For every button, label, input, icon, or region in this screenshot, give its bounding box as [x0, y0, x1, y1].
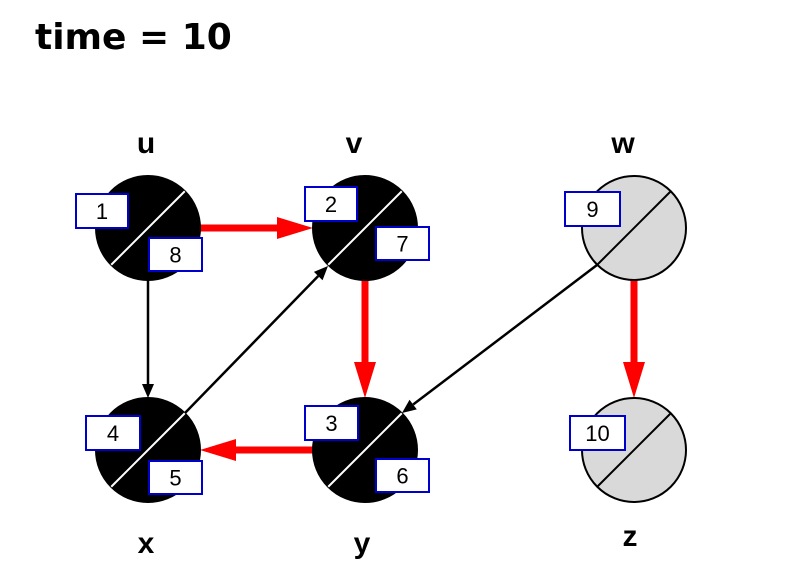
edge-w-y: [412, 264, 598, 406]
finish-time-v: 7: [396, 232, 408, 257]
edge-arrowhead-u-v: [277, 217, 313, 239]
finish-time-y: 6: [396, 464, 408, 489]
node-x: x 4 5: [85, 397, 203, 560]
node-divider-v: [327, 190, 403, 266]
edge-arrowhead-x-v: [313, 266, 328, 281]
discovery-time-box-u: 1: [75, 193, 129, 229]
node-u: u 1 8: [75, 127, 203, 281]
finish-time-box-x: 5: [148, 460, 203, 495]
discovery-time-u: 1: [96, 199, 108, 224]
node-divider-y: [327, 412, 403, 488]
discovery-time-box-y: 3: [304, 405, 359, 441]
edge-arrowhead-v-y: [354, 362, 376, 398]
edge-x-v: [184, 275, 320, 414]
node-label-u: u: [137, 127, 155, 160]
finish-time-box-v: 7: [375, 226, 430, 261]
node-w: w9: [564, 127, 687, 281]
finish-time-x: 5: [169, 466, 181, 491]
discovery-time-x: 4: [107, 421, 119, 446]
node-z: z 10: [569, 397, 687, 553]
edge-arrowhead-w-y: [402, 399, 417, 413]
edge-arrowhead-u-x: [142, 384, 154, 398]
node-y: y 3 6: [304, 397, 430, 560]
finish-time-box-u: 8: [148, 237, 203, 272]
edge-arrowhead-y-x: [200, 439, 236, 461]
node-divider-u: [110, 190, 186, 266]
discovery-time-w: 9: [586, 197, 598, 222]
discovery-time-y: 3: [325, 411, 337, 436]
finish-time-box-y: 6: [375, 458, 430, 493]
node-divider-w: [596, 190, 672, 266]
discovery-time-box-x: 4: [85, 415, 141, 451]
node-label-x: x: [138, 527, 155, 560]
node-label-z: z: [623, 520, 638, 553]
finish-time-u: 8: [169, 243, 181, 268]
discovery-time-box-w: 9: [564, 191, 621, 227]
time-title: time = 10: [35, 17, 232, 58]
node-v: v 2 7: [304, 127, 430, 281]
node-label-y: y: [354, 527, 371, 560]
discovery-time-box-z: 10: [569, 415, 626, 451]
discovery-time-box-v: 2: [304, 186, 358, 222]
edge-arrowhead-w-z: [623, 362, 645, 398]
node-divider-z: [596, 412, 672, 488]
node-divider-x: [110, 412, 186, 488]
node-label-w: w: [610, 127, 635, 160]
discovery-time-v: 2: [325, 192, 337, 217]
node-label-v: v: [346, 127, 363, 160]
discovery-time-z: 10: [585, 421, 609, 446]
